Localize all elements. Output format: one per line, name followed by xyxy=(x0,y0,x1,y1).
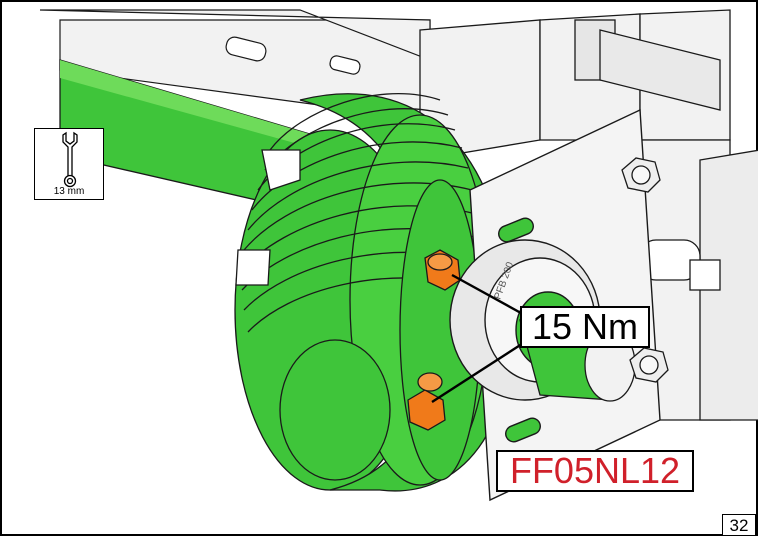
cable-drum xyxy=(234,93,512,492)
torque-leader-lines xyxy=(431,273,531,404)
page-number: 32 xyxy=(722,514,756,536)
part-code-label: FF05NL12 xyxy=(496,450,694,492)
torque-label: 15 Nm xyxy=(520,306,650,348)
wrench-size-label: 13 mm xyxy=(53,186,85,197)
frame-bolts xyxy=(621,157,669,383)
mounting-frame xyxy=(419,9,758,421)
wrench-icon xyxy=(62,131,78,188)
tool-panel: 13 mm xyxy=(34,128,104,200)
